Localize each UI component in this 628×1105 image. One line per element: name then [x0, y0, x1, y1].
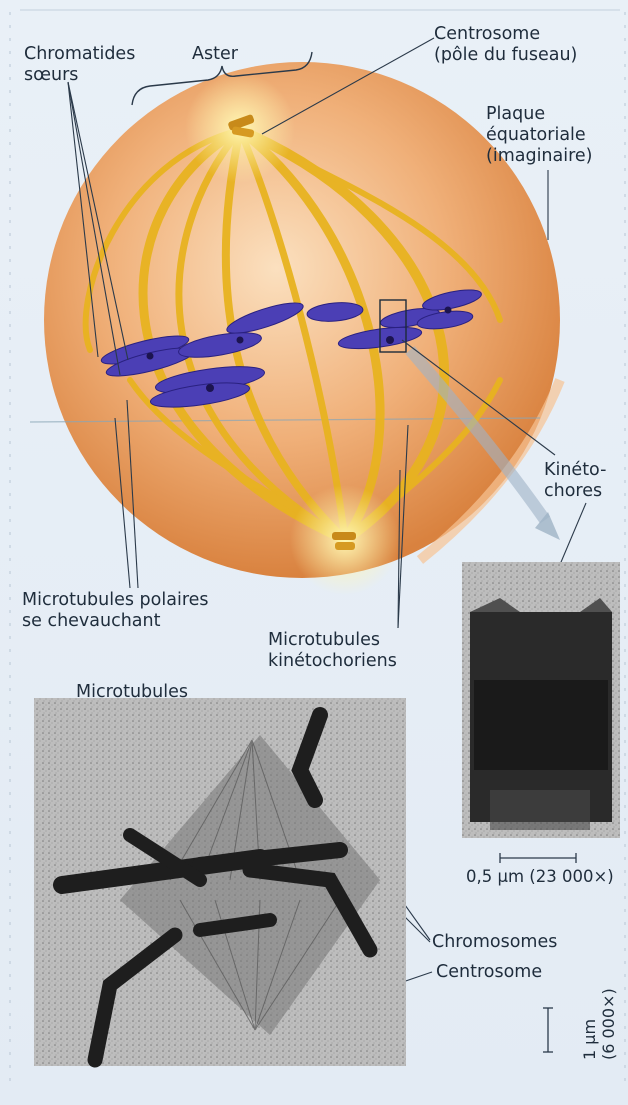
label-centrosome: Centrosome [436, 962, 542, 983]
scale-label-spindle: 1 µm (6 000×) [580, 988, 618, 1060]
scale-label-kinetochore: 0,5 µm (23 000×) [466, 866, 614, 887]
label-chromatides-soeurs: Chromatides sœurs [24, 44, 135, 86]
spindle-micrograph [34, 698, 406, 1066]
scale-bar-spindle [543, 1008, 553, 1052]
label-centrosome-pole: Centrosome (pôle du fuseau) [434, 24, 577, 66]
label-aster: Aster [192, 44, 238, 65]
label-microtubules: Microtubules [76, 682, 188, 703]
label-chromosomes: Chromosomes [432, 932, 557, 953]
label-plaque-equatoriale: Plaque équatoriale (imaginaire) [486, 104, 593, 167]
scale-bar-kinetochore [500, 853, 576, 863]
kinetochore-micrograph [462, 562, 620, 838]
label-microtubules-kinetochoriens: Microtubules kinétochoriens [268, 630, 397, 672]
label-kinetochores: Kinéto- chores [544, 460, 606, 502]
label-microtubules-polaires: Microtubules polaires se chevauchant [22, 590, 209, 632]
